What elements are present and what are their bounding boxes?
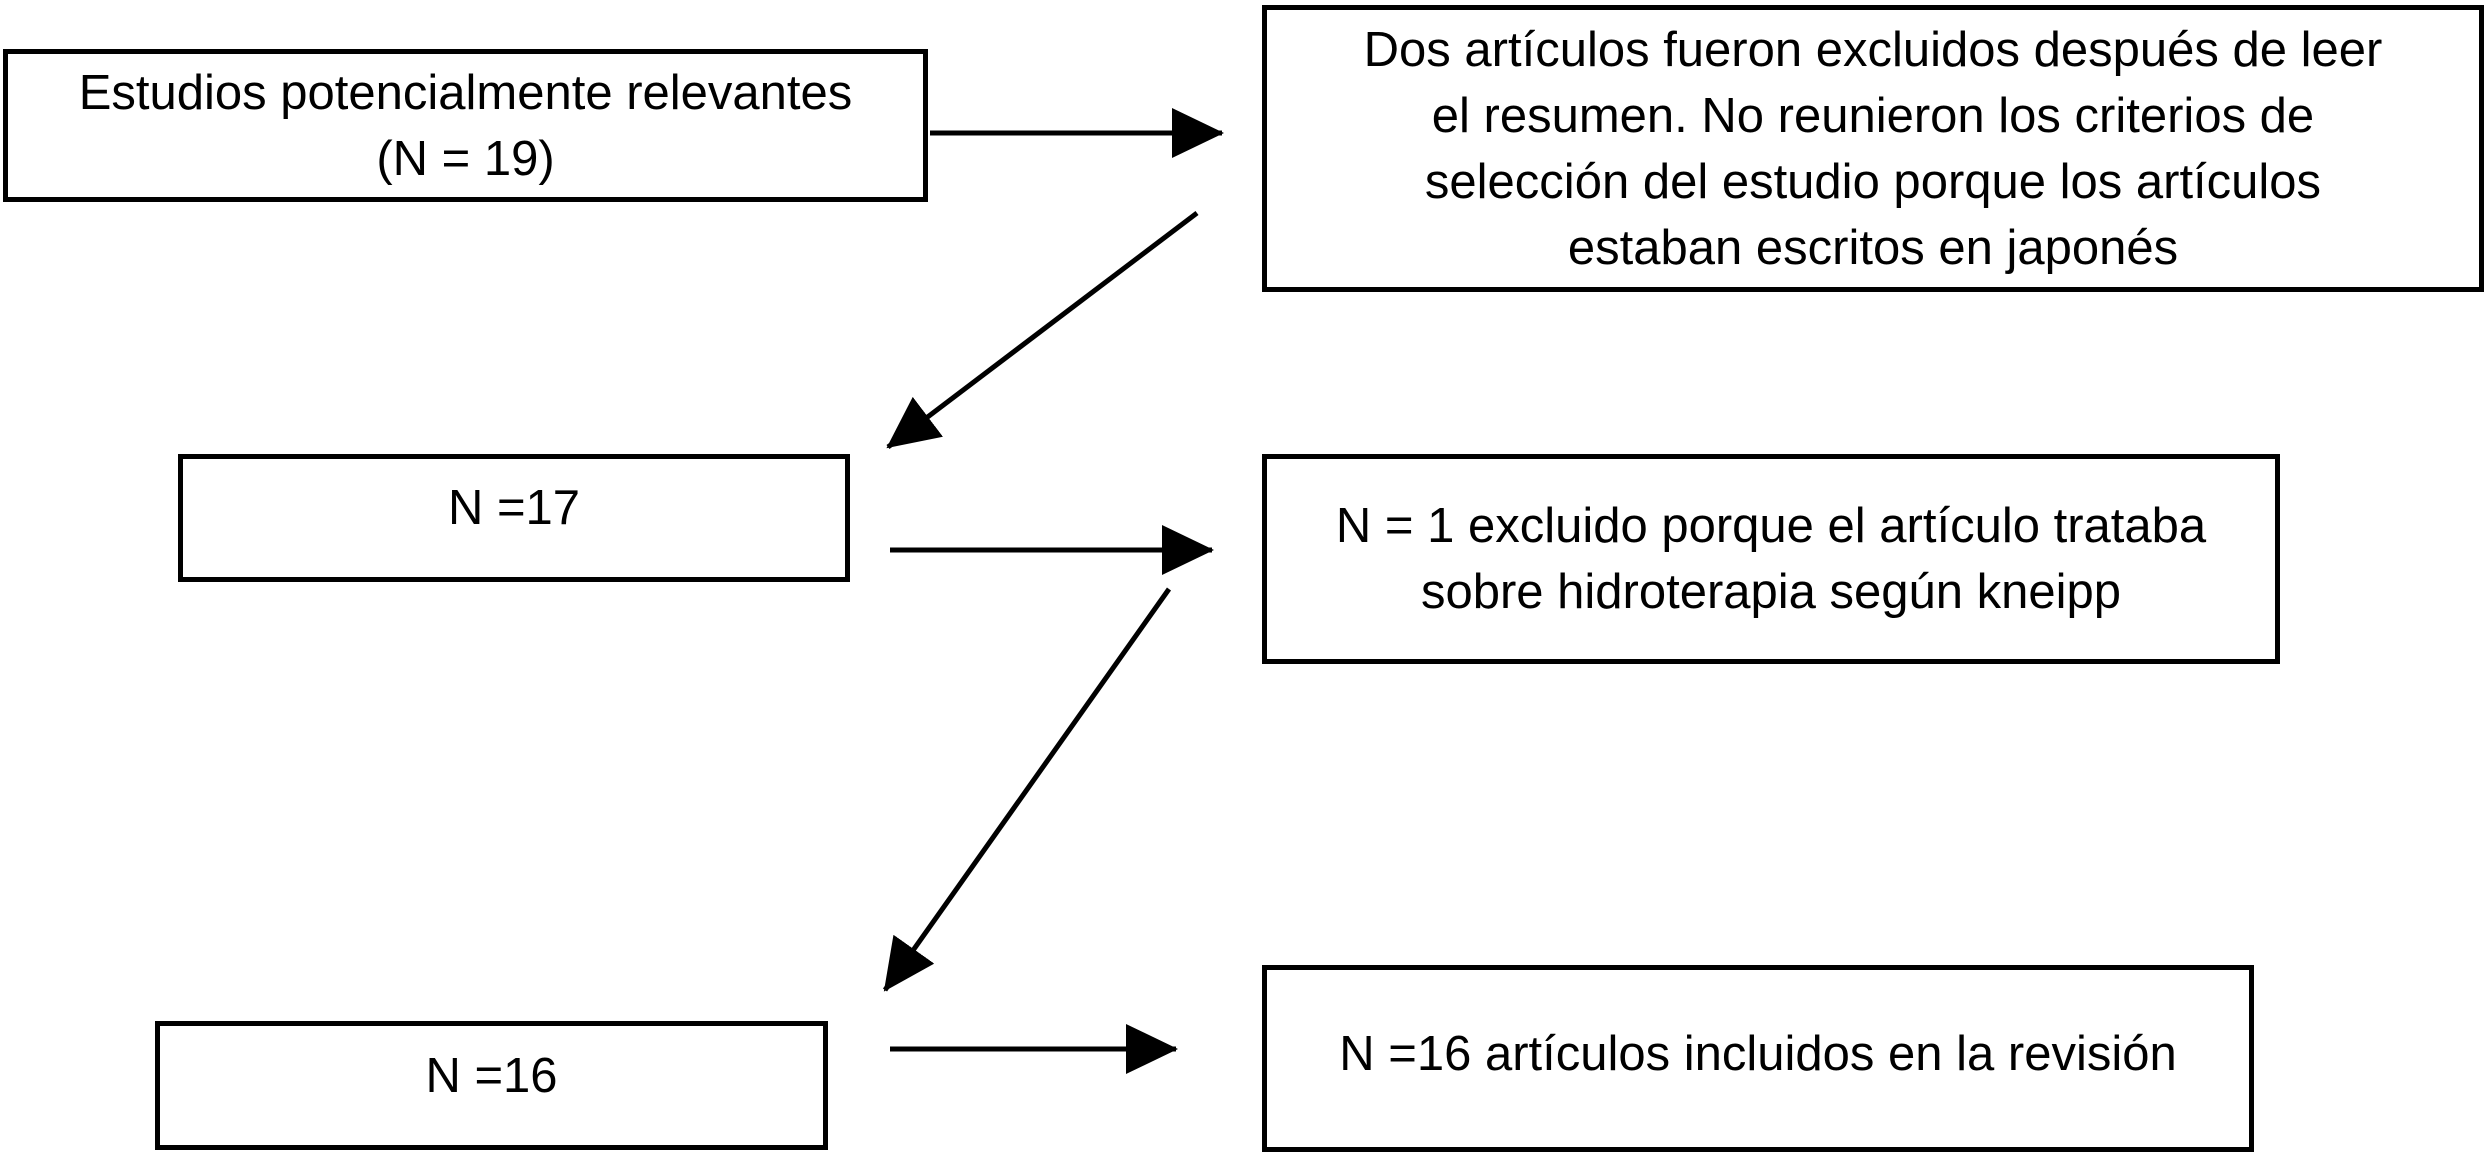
potential-studies-box: Estudios potencialmente relevantes (N = … xyxy=(3,49,928,202)
box-text-line: N =16 artículos incluidos en la revisión xyxy=(1339,1026,2177,1081)
n16-box: N =16 xyxy=(155,1021,828,1150)
box-text-line: sobre hidroterapia según kneipp xyxy=(1420,565,2122,619)
box-text-line: N =16 xyxy=(425,1048,558,1103)
arrow-kneipp-to-n16 xyxy=(882,587,1172,992)
excluded-kneipp-box: N = 1 excluido porque el artículo tratab… xyxy=(1262,454,2280,664)
box-text-line: N = 1 excluido porque el artículo tratab… xyxy=(1335,499,2207,553)
n17-box: N =17 xyxy=(178,454,850,582)
box-text-line: N =17 xyxy=(447,481,581,535)
arrow-excluded-to-n17 xyxy=(886,211,1199,449)
included-articles-box: N =16 artículos incluidos en la revisión xyxy=(1262,965,2254,1152)
excluded-japanese-box: Dos artículos fueron excluidos después d… xyxy=(1262,5,2484,292)
box-text-line: (N = 19) xyxy=(376,131,555,186)
box-text-line: estaban escritos en japonés xyxy=(1567,220,2179,275)
box-text-line: selección del estudio porque los artícul… xyxy=(1424,154,2322,209)
box-text-line: Dos artículos fueron excluidos después d… xyxy=(1363,22,2383,77)
box-text-line: Estudios potencialmente relevantes xyxy=(78,65,853,120)
box-text-line: el resumen. No reunieron los criterios d… xyxy=(1431,88,2315,143)
